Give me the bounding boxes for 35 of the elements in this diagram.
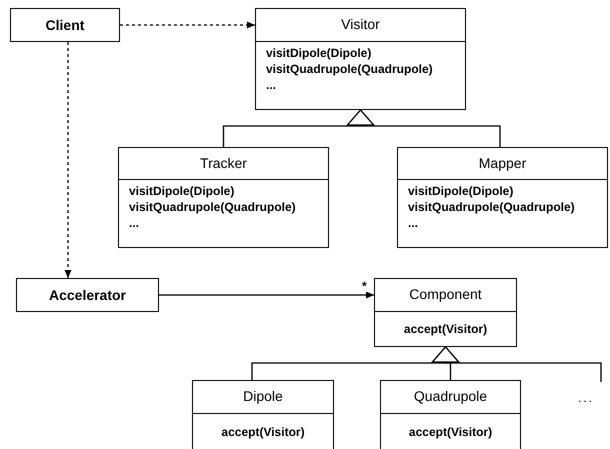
class-name: Client bbox=[46, 16, 84, 34]
class-name: Mapper bbox=[478, 154, 526, 173]
class-name: Tracker bbox=[200, 154, 247, 173]
class-box bbox=[380, 380, 521, 449]
class-name: Quadrupole bbox=[414, 387, 488, 406]
dashed-arrow bbox=[120, 22, 255, 28]
method-text: visitQuadrupole(Quadrupole) bbox=[266, 60, 433, 76]
method-text: visitDipole(Dipole) bbox=[408, 182, 514, 198]
method-text: ... bbox=[266, 76, 276, 92]
class-name: Component bbox=[409, 285, 482, 304]
inheritance-arrow bbox=[346, 109, 501, 147]
method-text: visitQuadrupole(Quadrupole) bbox=[408, 198, 575, 214]
multiplicity-label: * bbox=[362, 280, 367, 292]
class-box bbox=[16, 278, 159, 312]
method-text: visitDipole(Dipole) bbox=[129, 182, 234, 198]
class-box bbox=[192, 380, 334, 449]
class-name: Dipole bbox=[243, 387, 283, 406]
method-text: visitQuadrupole(Quadrupole) bbox=[129, 198, 296, 214]
method-text: accept(Visitor) bbox=[221, 424, 305, 440]
dashed-arrow bbox=[64, 42, 72, 278]
class-box bbox=[10, 8, 120, 42]
class-box bbox=[255, 8, 466, 110]
method-text: ... bbox=[129, 214, 140, 230]
method-text: accept(Visitor) bbox=[404, 320, 488, 337]
class-box bbox=[397, 147, 608, 248]
method-text: accept(Visitor) bbox=[408, 424, 492, 440]
class-name: Visitor bbox=[341, 15, 380, 34]
inheritance-arrow bbox=[432, 346, 602, 382]
class-box bbox=[374, 278, 517, 347]
method-text: visitDipole(Dipole) bbox=[266, 44, 372, 60]
association-arrow bbox=[159, 292, 374, 298]
ellipsis-text: ... bbox=[578, 392, 594, 404]
class-name: Accelerator bbox=[48, 286, 126, 304]
method-text: ... bbox=[408, 214, 418, 230]
class-box bbox=[118, 147, 329, 248]
